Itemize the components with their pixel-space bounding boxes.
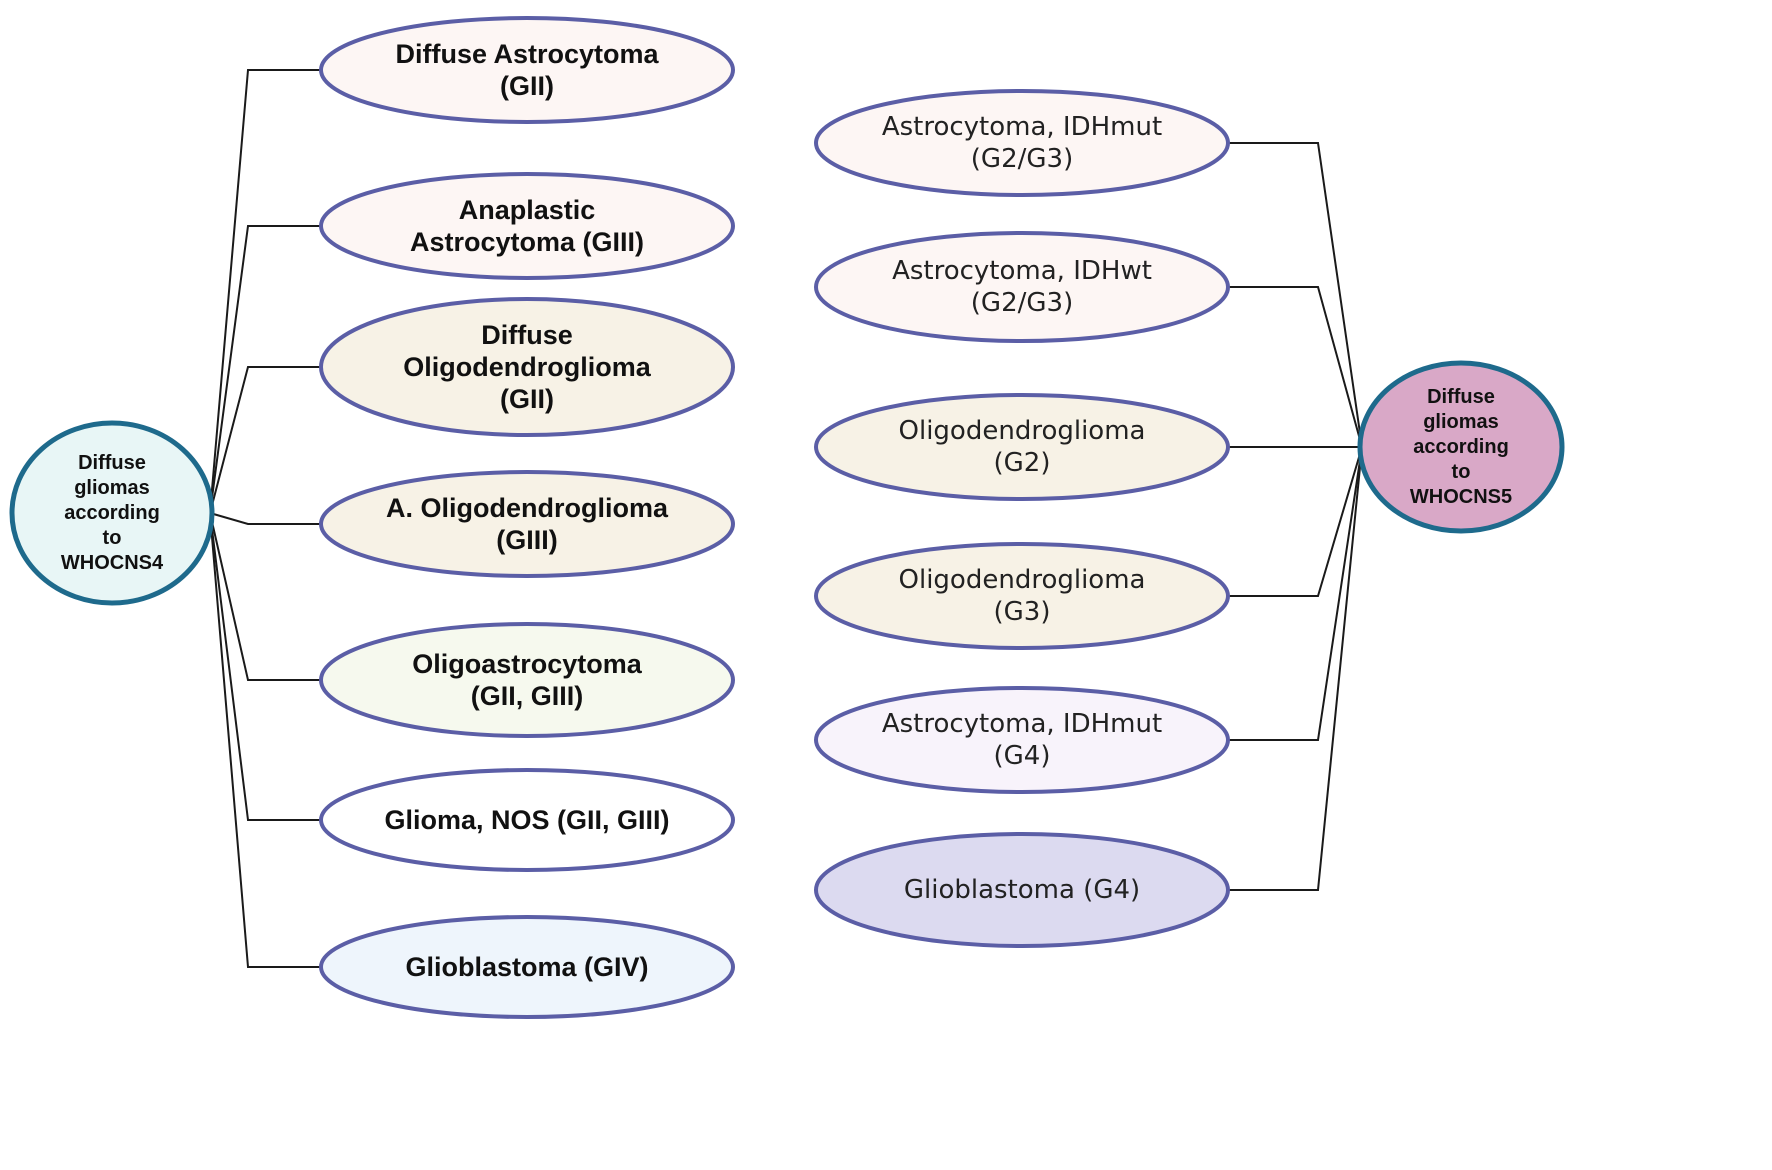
left-connector xyxy=(209,512,321,681)
left-root-node-label-line: to xyxy=(103,527,122,549)
left-connector xyxy=(209,69,321,514)
left-node: Diffuse Astrocytoma(GII) xyxy=(319,16,735,124)
right-node: Astrocytoma, IDHmut(G4) xyxy=(814,686,1230,794)
left-node-label-line: Oligoastrocytoma xyxy=(412,649,643,679)
right-node-label-line: Astrocytoma, IDHmut xyxy=(882,112,1162,142)
left-connector xyxy=(209,512,321,821)
right-node-shape xyxy=(814,542,1230,650)
right-node-shape xyxy=(814,686,1230,794)
right-connector xyxy=(1228,142,1363,448)
right-node-label-line: Oligodendroglioma xyxy=(899,565,1146,595)
left-node-shape xyxy=(319,622,735,738)
right-node-label-line: (G2) xyxy=(994,448,1051,478)
right-node-label-line: Astrocytoma, IDHwt xyxy=(892,256,1152,286)
left-root-node-label-line: gliomas xyxy=(74,477,150,499)
left-node-label-line: Oligodendroglioma xyxy=(403,352,651,382)
right-node-label-line: (G3) xyxy=(994,597,1051,627)
right-node-shape xyxy=(814,89,1230,197)
right-node-label-line: Oligodendroglioma xyxy=(899,416,1146,446)
left-node-shape xyxy=(319,297,735,437)
left-root-node-label-line: Diffuse xyxy=(78,452,146,474)
right-root-node-label-line: according xyxy=(1413,436,1509,458)
right-node-shape xyxy=(814,231,1230,343)
right-node-label-line: Astrocytoma, IDHmut xyxy=(882,709,1162,739)
right-node-label-line: (G4) xyxy=(994,741,1051,771)
right-node-label-line: (G2/G3) xyxy=(971,288,1073,318)
left-node-label-line: Diffuse xyxy=(481,320,573,350)
left-node: Glioblastoma (GIV) xyxy=(319,915,735,1019)
left-root-node-label-line: according xyxy=(64,502,160,524)
left-connector xyxy=(209,225,321,514)
right-connector xyxy=(1228,446,1363,891)
left-node-label-line: (GII, GIII) xyxy=(471,681,584,711)
left-node-label-line: A. Oligodendroglioma xyxy=(386,493,669,523)
left-node-shape xyxy=(319,16,735,124)
right-node-shape xyxy=(814,832,1230,948)
right-connector xyxy=(1228,446,1363,597)
left-root-node-shape xyxy=(9,420,215,606)
right-node-shape xyxy=(814,393,1230,501)
left-node-shape xyxy=(319,172,735,280)
right-node: Oligodendroglioma(G3) xyxy=(814,542,1230,650)
right-node: Astrocytoma, IDHmut(G2/G3) xyxy=(814,89,1230,197)
left-node-shape xyxy=(319,768,735,872)
left-node-shape xyxy=(319,470,735,578)
left-node-label-line: Diffuse Astrocytoma xyxy=(395,39,659,69)
left-connector xyxy=(209,512,321,968)
connector-lines xyxy=(209,69,1363,968)
left-node-label-line: (GIII) xyxy=(496,525,558,555)
right-node: Oligodendroglioma(G2) xyxy=(814,393,1230,501)
left-node-label-line: Anaplastic xyxy=(459,195,596,225)
right-connector xyxy=(1228,286,1363,448)
left-node-label-line: (GII) xyxy=(500,384,554,414)
right-root-node-label-line: to xyxy=(1452,461,1471,483)
left-node-label-line: (GII) xyxy=(500,71,554,101)
left-node-shape xyxy=(319,915,735,1019)
left-node: Oligoastrocytoma(GII, GIII) xyxy=(319,622,735,738)
left-connector xyxy=(209,512,321,525)
left-node-label-line: Glioma, NOS (GII, GIII) xyxy=(384,805,669,835)
right-connector xyxy=(1228,446,1363,741)
left-node: A. Oligodendroglioma(GIII) xyxy=(319,470,735,578)
left-root-node-label-line: WHOCNS4 xyxy=(61,552,164,574)
right-node: Glioblastoma (G4) xyxy=(814,832,1230,948)
left-node-label-line: Astrocytoma (GIII) xyxy=(410,227,644,257)
right-root-node-shape xyxy=(1357,360,1565,534)
right-node-label-line: Glioblastoma (G4) xyxy=(904,875,1140,905)
right-root-node-label-line: WHOCNS5 xyxy=(1410,486,1512,508)
right-root-node-label-line: gliomas xyxy=(1423,411,1499,433)
left-node: Glioma, NOS (GII, GIII) xyxy=(319,768,735,872)
right-root-node-label-line: Diffuse xyxy=(1427,386,1495,408)
right-node-label-line: (G2/G3) xyxy=(971,144,1073,174)
left-connector xyxy=(209,366,321,514)
right-node: Astrocytoma, IDHwt(G2/G3) xyxy=(814,231,1230,343)
left-node-label-line: Glioblastoma (GIV) xyxy=(405,952,648,982)
